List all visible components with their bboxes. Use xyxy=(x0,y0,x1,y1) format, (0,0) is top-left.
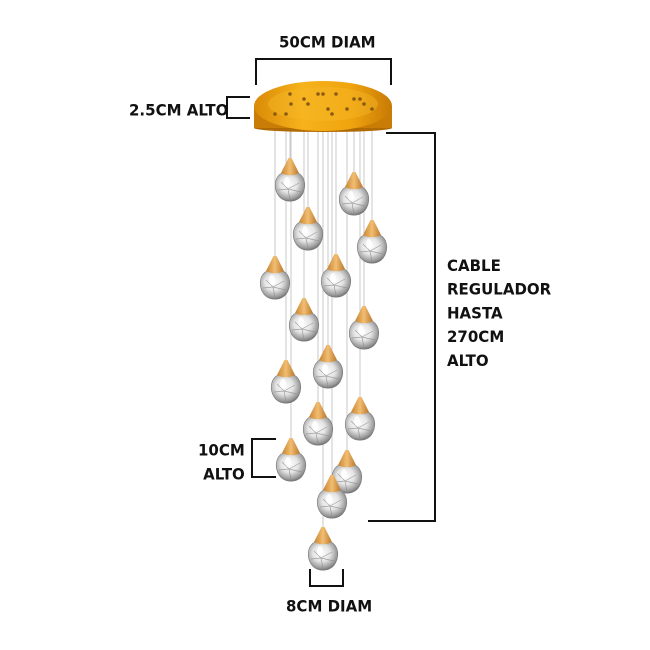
ceiling-canopy xyxy=(254,81,392,132)
crystal-pendant xyxy=(259,256,291,300)
cable-stud xyxy=(326,107,330,111)
pendant-height-line: ALTO xyxy=(203,464,245,484)
crystal-pendant xyxy=(356,220,388,264)
crystal-pendant xyxy=(288,298,320,342)
crystal-pendant xyxy=(275,438,307,482)
crystal-pendant xyxy=(302,402,334,446)
crystal-pendant xyxy=(312,345,344,389)
canopy-diameter-label: 50CM DIAM xyxy=(279,32,376,52)
cable-label-line: REGULADOR xyxy=(447,279,552,299)
cable-stud xyxy=(289,102,293,106)
crystal-pendant xyxy=(338,172,370,216)
crystal-pendant xyxy=(307,527,339,571)
cable-stud xyxy=(330,112,334,116)
canopy-cable-studs xyxy=(273,92,374,116)
cable-stud xyxy=(302,97,306,101)
cable-label-line: ALTO xyxy=(447,350,489,371)
crystal-pendant xyxy=(320,254,352,298)
cable-stud xyxy=(321,92,325,96)
cable-stud xyxy=(358,97,362,101)
crystal-pendant xyxy=(270,360,302,404)
canopy-height-label: 2.5CM ALTO xyxy=(129,100,229,120)
canopy-diameter-bracket xyxy=(255,58,392,85)
crystal-pendant xyxy=(316,475,348,519)
cable-stud xyxy=(273,112,277,116)
cable-stud xyxy=(288,92,292,96)
cable-stud xyxy=(352,97,356,101)
cable-stud xyxy=(370,107,374,111)
pendant-height-bracket xyxy=(251,438,276,478)
cable-length-bracket xyxy=(368,132,436,522)
cable-length-label: CABLE REGULADOR HASTA 270CM ALTO xyxy=(447,254,551,373)
crystal-pendant xyxy=(344,397,376,441)
cable-label-line: HASTA xyxy=(447,303,503,323)
pendant-height-line: 10CM xyxy=(198,440,245,460)
cable-stud xyxy=(345,107,349,111)
pendant-diameter-label: 8CM DIAM xyxy=(286,596,373,616)
cable-stud xyxy=(306,102,310,106)
cable-stud xyxy=(316,92,320,96)
crystal-pendant xyxy=(274,158,306,202)
cable-label-line: 270CM xyxy=(447,327,505,347)
crystal-pendant xyxy=(331,450,363,494)
crystal-pendant xyxy=(348,306,380,350)
cable-stud xyxy=(334,92,338,96)
cable-stud xyxy=(284,112,288,116)
crystal-pendant xyxy=(292,207,324,251)
pendant-diameter-bracket xyxy=(309,569,344,587)
pendant-height-label: 10CM ALTO xyxy=(198,438,245,486)
cable-stud xyxy=(362,102,366,106)
canopy-height-bracket xyxy=(226,96,250,119)
dimension-lines xyxy=(226,58,436,587)
crystal-pendants xyxy=(259,158,388,571)
cable-label-line: CABLE xyxy=(447,255,501,276)
